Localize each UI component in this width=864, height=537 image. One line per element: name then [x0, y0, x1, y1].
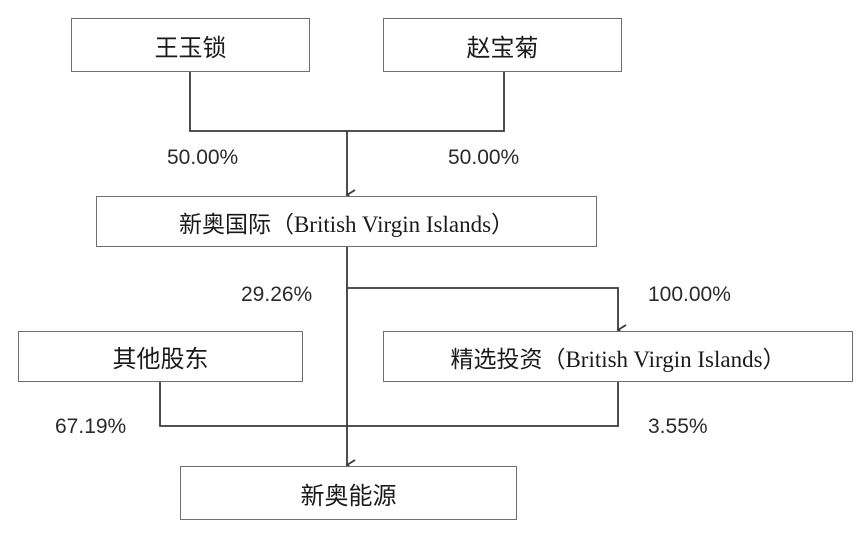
pct-others-energy: 67.19%	[55, 415, 127, 438]
connector-owners	[189, 72, 505, 132]
pct-xinao-intl-jingxuan: 100.00%	[648, 283, 731, 306]
connector-bottom	[159, 382, 619, 427]
pct-jingxuan-energy: 3.55%	[648, 415, 708, 438]
owner-b-box: 赵宝菊	[383, 18, 622, 72]
pct-xinao-intl-energy: 29.26%	[241, 283, 313, 306]
other-shareholders-box: 其他股东	[18, 331, 303, 382]
jingxuan-box: 精选投资（British Virgin Islands）	[383, 331, 853, 382]
xinao-energy-box: 新奥能源	[180, 466, 517, 520]
xinao-intl-box: 新奥国际（British Virgin Islands）	[96, 196, 597, 247]
owner-a-box: 王玉锁	[71, 18, 310, 72]
pct-owner-b: 50.00%	[448, 146, 520, 169]
pct-owner-a: 50.00%	[167, 146, 239, 169]
arrow-to-jingxuan	[347, 287, 627, 336]
